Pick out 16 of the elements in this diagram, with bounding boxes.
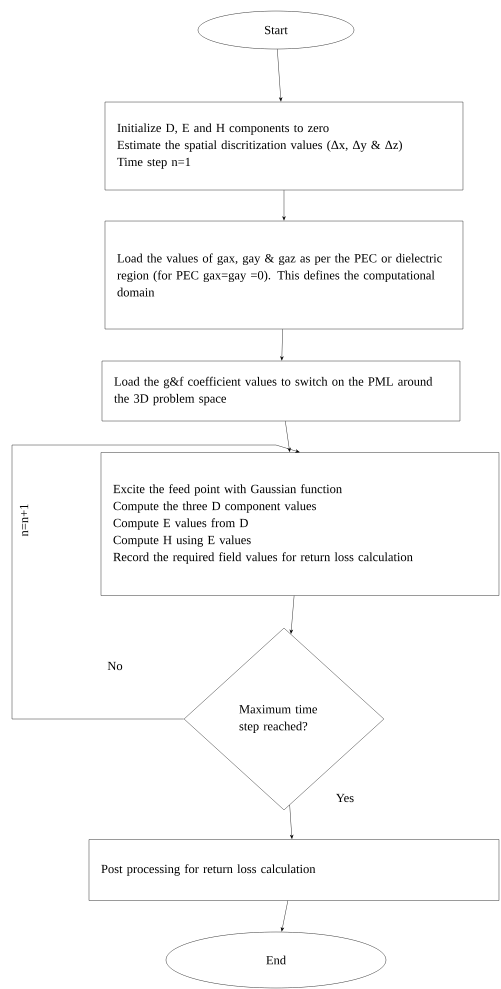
process-box: Excite the feed point with Gaussian function Compute the three D component values Compute E values from D Compute H using E values Record the required field values for return loss calculation bbox=[100, 452, 500, 596]
arrow bbox=[12, 444, 300, 720]
arrow bbox=[282, 190, 286, 220]
edge-label: No bbox=[106, 660, 124, 672]
loop-label: n=n+1 bbox=[20, 504, 28, 536]
arrow bbox=[277, 49, 282, 102]
arrow bbox=[285, 421, 291, 452]
process-box: Post processing for return loss calculation bbox=[88, 839, 500, 901]
process-box: Load the g&f coefficient values to switch on the PML around the 3D problem space bbox=[102, 360, 460, 422]
edge-label: Yes bbox=[334, 792, 356, 804]
arrow bbox=[280, 900, 288, 932]
process-box: Initialize D, E and H components to zero Estimate the spatial discritization values (Δx, Δy & Δz) Time step n=1 bbox=[104, 102, 464, 190]
arrow bbox=[290, 804, 294, 839]
arrow bbox=[290, 596, 294, 634]
process-box: Load the values of gax, gay & gaz as per the PEC or dielectric region (for PEC gax=gay =0). This defines the computational domain bbox=[104, 220, 464, 330]
arrow bbox=[280, 329, 284, 360]
